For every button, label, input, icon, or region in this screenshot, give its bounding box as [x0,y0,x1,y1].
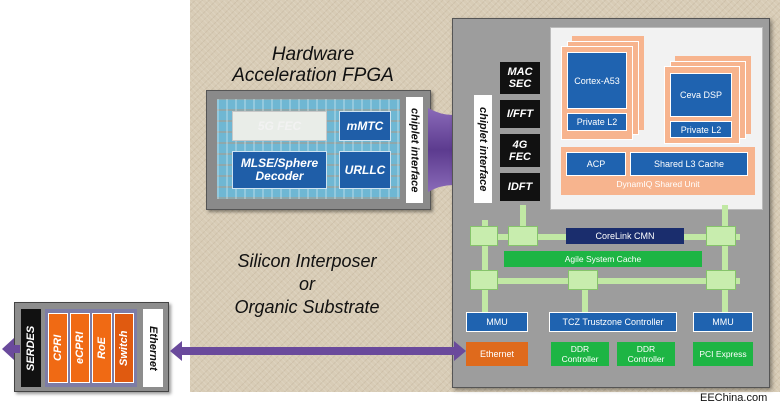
mesh-node-6 [706,270,736,290]
urllc-block: URLLC [339,151,391,189]
substrate-caption: Silicon Interposer or Organic Substrate [212,250,402,319]
mmtc-block: mMTC [339,111,391,141]
cortex-core: Cortex-A53 Private L2 [561,46,633,140]
corelink-cmn: CoreLink CMN [566,228,684,244]
serdes-ethernet-label: Ethernet [143,309,163,387]
substrate-line3: Organic Substrate [234,297,380,317]
roe-block: RoE [92,313,112,383]
serdes-chip: SERDES CPRI eCPRI RoE Switch Ethernet [14,302,169,392]
ceva-core: Ceva DSP Private L2 [664,66,740,144]
mlse-decoder-block: MLSE/Sphere Decoder [232,151,327,189]
mesh-link-tcz [582,286,588,312]
ecpri-block: eCPRI [70,313,90,383]
ddr1-line1: DDR [570,344,590,354]
mac-sec-block: MAC SEC [500,62,540,94]
fpga-title-line1: Hardware [271,44,355,65]
mlse-line2: Decoder [255,169,304,183]
dynamiq-unit: ACP Shared L3 Cache DynamIQ Shared Unit [561,147,755,195]
sec-label: SEC [508,78,532,90]
mesh-link-a [520,205,526,235]
fec-5g-block: 5G FEC [232,111,327,141]
acp-block: ACP [566,152,626,176]
ddr-controller-2: DDR Controller [617,342,675,366]
fpga-title: Hardware Acceleration FPGA [228,44,398,86]
shared-l3-cache: Shared L3 Cache [630,152,748,176]
mesh-node-4 [470,270,498,290]
mmu-right: MMU [693,312,753,332]
fpga-title-line2: Acceleration FPGA [232,65,394,86]
mesh-bus-left [482,220,488,298]
substrate-line2: or [298,274,315,294]
mesh-link-mmu-left [482,298,488,312]
tcz-trustzone-controller: TCZ Trustzone Controller [549,312,677,332]
ddr-controller-1: DDR Controller [551,342,609,366]
fpga-fabric: 5G FEC mMTC MLSE/Sphere Decoder URLLC [217,99,400,199]
ceva-private-l2: Private L2 [670,121,732,138]
fpga-chiplet-interface: chiplet interface [406,97,423,203]
cpri-block: CPRI [48,313,68,383]
left-arrow-icon [2,338,20,360]
mesh-node-3 [706,226,736,246]
mesh-node-2 [508,226,538,246]
ddr1-line2: Controller [561,354,599,364]
pci-express: PCI Express [693,342,753,366]
double-arrow-icon [170,341,466,361]
mesh-link-b [722,205,728,225]
mesh-link-mmu-right [722,298,728,312]
soc-chiplet-interface: chiplet interface [474,95,492,203]
credit-text: EEChina.com [700,392,768,404]
mesh-bus-right [722,220,728,298]
ceva-dsp-block: Ceva DSP [670,73,732,117]
dynamiq-label: DynamIQ Shared Unit [616,179,700,189]
mesh-node-1 [470,226,498,246]
mmu-left: MMU [466,312,528,332]
mesh-bus-bottom [478,278,740,284]
soc-ethernet: Ethernet [466,342,528,366]
fec4g-line1: 4G [512,138,528,151]
ddr2-line1: DDR [636,344,656,354]
mlse-line1: MLSE/Sphere [240,156,319,170]
cortex-a53-block: Cortex-A53 [567,52,627,109]
serdes-label: SERDES [21,309,41,387]
cortex-private-l2: Private L2 [567,113,627,131]
switch-block: Switch [114,313,134,383]
agile-system-cache: Agile System Cache [504,251,702,267]
ifft-block: I/FFT [500,100,540,128]
ddr2-line2: Controller [627,354,665,364]
fec-4g-block: 4G FEC [500,134,540,167]
fpga-chip: 5G FEC mMTC MLSE/Sphere Decoder URLLC ch… [206,90,431,210]
idft-block: IDFT [500,173,540,201]
substrate-line1: Silicon Interposer [237,251,377,271]
serdes-protocol-area: CPRI eCPRI RoE Switch [45,309,137,387]
fec4g-line2: FEC [509,150,531,163]
mac-label: MAC [507,66,533,78]
mesh-node-5 [568,270,598,290]
